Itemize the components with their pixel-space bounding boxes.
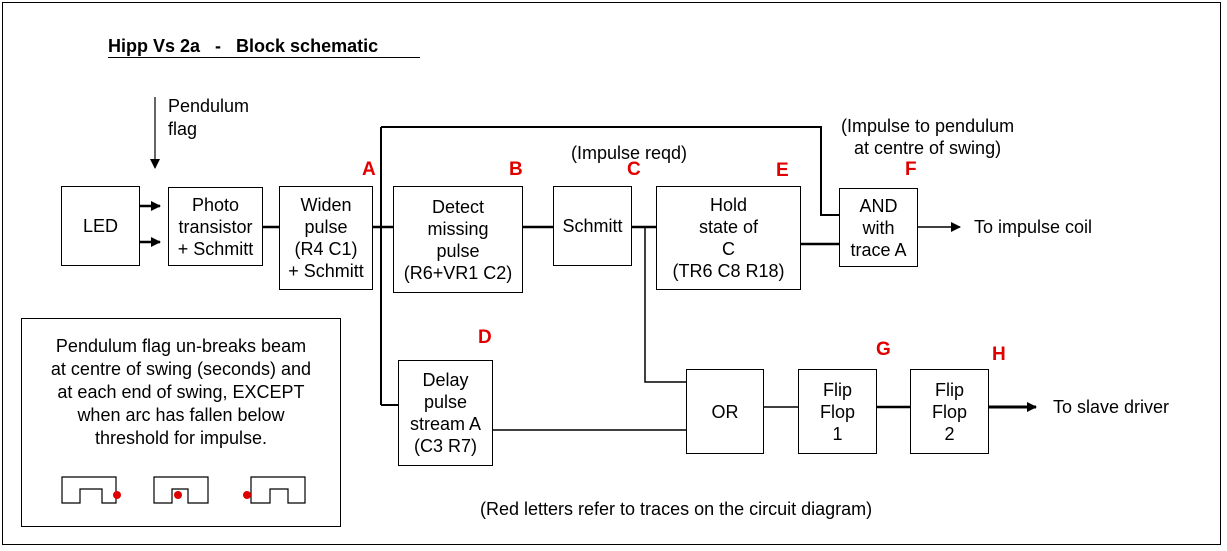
diagram-title: Hipp Vs 2a - Block schematic	[108, 35, 420, 58]
impulse-to-pendulum-label: (Impulse to pendulum at centre of swing)	[841, 115, 1014, 159]
block-label: 1	[832, 423, 843, 444]
block-label: OR	[711, 401, 739, 422]
red-letters-note: (Red letters refer to traces on the circ…	[480, 499, 873, 519]
to-impulse-coil-label: To impulse coil	[974, 217, 1093, 237]
block-label: Flip	[822, 379, 852, 400]
block-label: C	[722, 239, 735, 259]
beam-dot	[113, 491, 121, 499]
explanation-note-box: Pendulum flag un-breaks beam at centre o…	[21, 318, 341, 527]
block-label: transistor	[178, 216, 253, 237]
block-label: (R4 C1)	[294, 239, 358, 259]
block-label: 2	[944, 423, 955, 444]
block-label: state of	[698, 217, 759, 237]
block-label: + Schmitt	[177, 238, 254, 259]
delay-pulse-block: Delay pulse stream A (C3 R7)	[398, 360, 493, 466]
block-label: + Schmitt	[288, 261, 364, 281]
block-label: Schmitt	[562, 216, 623, 236]
note-line: at centre of swing (seconds) and	[50, 359, 312, 379]
annotation-line: (Impulse to pendulum	[841, 116, 1015, 136]
block-label: (R6+VR1 C2)	[403, 262, 513, 283]
block-label: Hold	[709, 195, 748, 215]
trace-letter-f: F	[905, 159, 917, 180]
trace-letter-a: A	[362, 159, 376, 180]
pendulum-flag-label: Pendulum flag	[168, 95, 249, 141]
widen-pulse-block: Widen pulse (R4 C1) + Schmitt	[279, 186, 373, 290]
block-label: (TR6 C8 R18)	[672, 261, 785, 281]
impulse-reqd-label: (Impulse reqd)	[571, 143, 688, 163]
pendulum-label-line: Pendulum	[168, 96, 250, 116]
pendulum-label-line: flag	[168, 119, 198, 139]
block-label: Detect	[431, 196, 485, 217]
note-line: when arc has fallen below	[77, 405, 285, 425]
diagram-frame	[2, 2, 1221, 545]
block-label: Flop	[931, 401, 967, 422]
trace-letter-g: G	[876, 339, 891, 360]
detect-missing-pulse-block: Detect missing pulse (R6+VR1 C2)	[393, 186, 523, 293]
block-label: AND	[859, 195, 898, 216]
block-label: missing	[427, 218, 489, 239]
trace-a-to-and-line	[381, 126, 839, 216]
trace-letter-b: B	[509, 159, 523, 180]
block-label: pulse	[436, 240, 480, 261]
flag-position-illustrations	[61, 476, 306, 504]
block-label: trace A	[850, 239, 907, 260]
to-slave-driver-label: To slave driver	[1053, 397, 1170, 417]
note-text: Pendulum flag un-breaks beam at centre o…	[22, 335, 340, 450]
trace-letter-d: D	[478, 327, 492, 348]
block-label: stream A	[409, 414, 482, 434]
trace-letter-h: H	[992, 344, 1006, 365]
photo-transistor-block: Photo transistor + Schmitt	[168, 187, 263, 266]
flag-illustration-centre	[153, 476, 209, 504]
title-text: Hipp Vs 2a - Block schematic	[108, 36, 379, 56]
block-label: pulse	[423, 392, 468, 412]
block-label: with	[862, 217, 895, 238]
beam-dot	[174, 491, 182, 499]
block-label: Flop	[819, 401, 855, 422]
note-line: threshold for impulse.	[94, 428, 268, 448]
note-line: Pendulum flag un-breaks beam	[55, 336, 307, 356]
led-block: LED	[61, 186, 140, 266]
block-label: Widen	[300, 195, 352, 215]
hold-state-block: Hold state of C (TR6 C8 R18)	[656, 186, 801, 290]
block-label: Flip	[934, 379, 964, 400]
block-label: (C3 R7)	[413, 436, 477, 456]
block-label: LED	[82, 216, 118, 236]
block-label: Delay	[422, 370, 469, 390]
trace-c-to-or-line	[644, 227, 686, 383]
block-label: Photo	[191, 194, 240, 215]
note-line: at each end of swing, EXCEPT	[57, 382, 305, 402]
flag-illustration-end-left	[243, 476, 306, 504]
or-gate-block: OR	[686, 369, 764, 454]
flip-flop-2-block: Flip Flop 2	[910, 369, 989, 454]
annotation-line: at centre of swing)	[854, 138, 1002, 158]
flip-flop-1-block: Flip Flop 1	[798, 369, 877, 454]
schmitt-block: Schmitt	[553, 186, 632, 266]
beam-dot	[243, 491, 251, 499]
and-gate-block: AND with trace A	[839, 188, 918, 267]
flag-illustration-end-right	[61, 476, 121, 504]
trace-letter-e: E	[776, 160, 789, 181]
trace-letter-c: C	[627, 159, 641, 180]
block-label: pulse	[304, 217, 348, 237]
